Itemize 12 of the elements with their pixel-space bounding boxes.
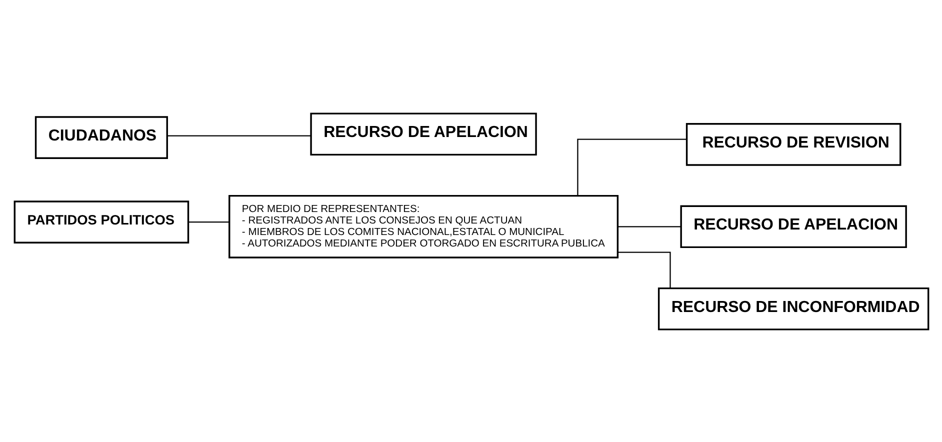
node-box: PARTIDOS POLITICOS [13, 200, 189, 243]
node-box: CIUDADANOS [34, 116, 168, 158]
connector [576, 138, 686, 196]
node-box: RECURSO DE APELACION [310, 112, 536, 156]
connector [166, 134, 310, 136]
node-box: RECURSO DE INCONFORMIDAD [657, 286, 929, 330]
node-box: RECURSO DE REVISION [685, 122, 901, 166]
connector [617, 226, 680, 227]
node-box: RECURSO DE APELACION [680, 204, 906, 248]
connector [617, 251, 670, 288]
connector [188, 221, 229, 222]
node-box: POR MEDIO DE REPRESENTANTES: - REGISTRADOS ANTE LOS CONSEJOS EN QUE ACTUAN - MIEMBROS DE LOS COMITES NACIONAL,ESTATAL O MUNICIPAL - AUTORIZADOS MEDIANTE PODER OTORGADO EN ESCRITURA PUBLICA [228, 194, 618, 258]
